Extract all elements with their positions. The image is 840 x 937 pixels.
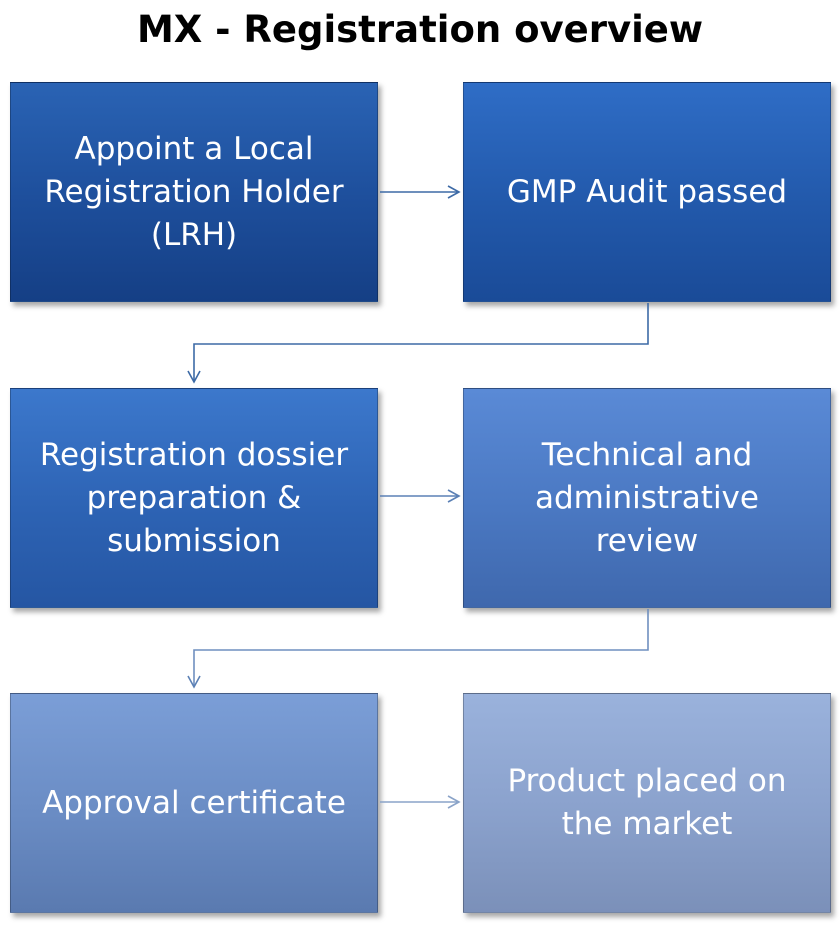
step-gmp-audit: GMP Audit passed xyxy=(463,82,831,302)
step-technical-review: Technical and administrative review xyxy=(463,388,831,608)
diagram-title: MX - Registration overview xyxy=(136,8,704,51)
step-product-on-market: Product placed on the market xyxy=(463,693,831,913)
arrow-step4-to-step5 xyxy=(187,609,649,689)
arrow-step2-to-step3 xyxy=(187,303,649,384)
step-dossier-submission: Registration dossier preparation & submi… xyxy=(10,388,378,608)
step-appoint-lrh: Appoint a Local Registration Holder (LRH… xyxy=(10,82,378,302)
step-approval-certificate: Approval certificate xyxy=(10,693,378,913)
